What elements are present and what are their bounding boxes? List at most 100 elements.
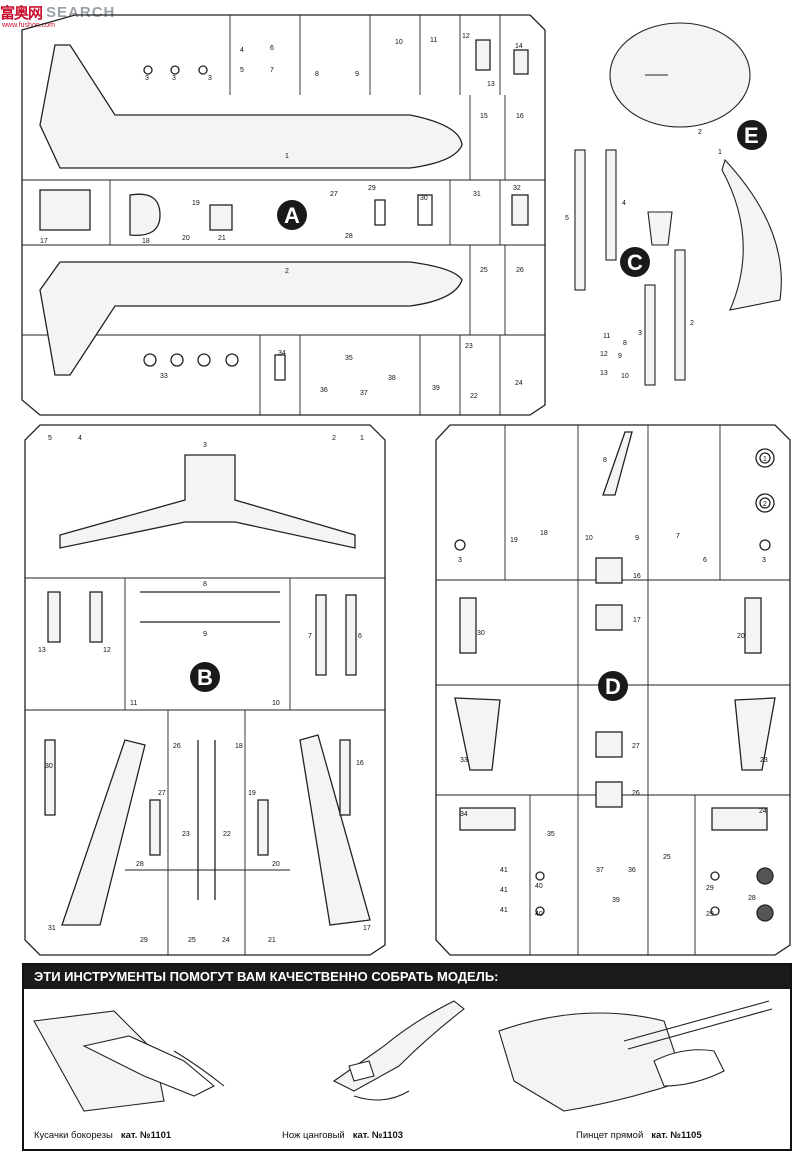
tools-title: ЭТИ ИНСТРУМЕНТЫ ПОМОГУТ ВАМ КАЧЕСТВЕННО …	[24, 965, 790, 989]
svg-text:10: 10	[395, 39, 403, 46]
svg-text:36: 36	[628, 867, 636, 874]
svg-text:33: 33	[460, 757, 468, 764]
svg-text:16: 16	[356, 760, 364, 767]
svg-text:34: 34	[278, 350, 286, 357]
svg-text:3: 3	[208, 75, 212, 82]
watermark-url: www.fushon.com	[2, 22, 55, 29]
svg-text:7: 7	[270, 67, 274, 74]
svg-text:10: 10	[621, 373, 629, 380]
svg-text:17: 17	[40, 238, 48, 245]
svg-text:37: 37	[596, 867, 604, 874]
svg-text:24: 24	[759, 808, 767, 815]
svg-text:22: 22	[223, 831, 231, 838]
svg-text:9: 9	[203, 631, 207, 638]
svg-text:4: 4	[622, 200, 626, 207]
sprue-a-letter: A	[284, 203, 300, 228]
tool-tweezers: Пинцет прямой кат. №1105	[576, 1130, 702, 1141]
svg-text:2: 2	[690, 320, 694, 327]
svg-text:36: 36	[320, 387, 328, 394]
tool-knife-cat: кат. №1103	[352, 1130, 404, 1141]
svg-text:28: 28	[345, 233, 353, 240]
svg-text:30: 30	[45, 763, 53, 770]
svg-text:39: 39	[432, 385, 440, 392]
svg-text:3: 3	[203, 442, 207, 449]
svg-text:30: 30	[420, 195, 428, 202]
tool-tweezers-cat: кат. №1105	[651, 1130, 702, 1141]
sprue-c-letter: C	[627, 250, 643, 275]
watermark-logo: 富奥网 SEARCH	[0, 0, 115, 24]
svg-text:11: 11	[430, 37, 437, 44]
cutters-illustration	[33, 1010, 225, 1112]
svg-text:2: 2	[285, 268, 289, 275]
svg-text:26: 26	[516, 267, 524, 274]
svg-text:10: 10	[585, 535, 593, 542]
sprue-b-badge: B	[197, 665, 213, 690]
svg-text:29: 29	[368, 185, 376, 192]
svg-text:15: 15	[480, 113, 488, 120]
sprue-e-letter: E	[744, 123, 759, 148]
svg-text:40: 40	[535, 883, 543, 890]
svg-text:19: 19	[510, 537, 518, 544]
svg-text:3: 3	[458, 557, 462, 564]
svg-text:10: 10	[272, 700, 280, 707]
svg-text:24: 24	[515, 380, 523, 387]
svg-text:4: 4	[78, 435, 82, 442]
svg-text:9: 9	[618, 353, 622, 360]
svg-text:18: 18	[540, 530, 548, 537]
watermark-search: SEARCH	[46, 3, 116, 21]
svg-text:13: 13	[600, 370, 608, 377]
svg-text:18: 18	[142, 238, 150, 245]
svg-text:3: 3	[145, 75, 149, 82]
svg-text:17: 17	[363, 925, 371, 932]
svg-text:23: 23	[760, 757, 768, 764]
svg-text:27: 27	[330, 191, 338, 198]
svg-text:12: 12	[600, 351, 608, 358]
svg-text:16: 16	[516, 113, 524, 120]
svg-text:20: 20	[182, 235, 190, 242]
svg-text:22: 22	[470, 393, 478, 400]
svg-text:27: 27	[158, 790, 166, 797]
svg-text:34: 34	[460, 811, 468, 818]
svg-text:8: 8	[623, 340, 627, 347]
svg-text:1: 1	[360, 435, 364, 442]
svg-text:38: 38	[388, 375, 396, 382]
tool-tweezers-name: Пинцет прямой	[576, 1130, 644, 1141]
svg-text:1: 1	[718, 149, 722, 156]
tool-knife-name: Нож цанговый	[282, 1130, 345, 1141]
svg-text:9: 9	[355, 71, 359, 78]
svg-text:27: 27	[632, 743, 640, 750]
svg-text:6: 6	[703, 557, 707, 564]
svg-text:17: 17	[633, 617, 641, 624]
svg-text:20: 20	[272, 861, 280, 868]
svg-text:25: 25	[480, 267, 488, 274]
svg-text:41: 41	[500, 887, 508, 894]
svg-text:23: 23	[465, 343, 473, 350]
tool-cutters-cat: кат. №1101	[120, 1130, 172, 1141]
svg-text:16: 16	[633, 573, 641, 580]
svg-text:29: 29	[706, 911, 714, 918]
tool-cutters-name: Кусачки бокорезы	[34, 1130, 113, 1141]
svg-text:30: 30	[477, 630, 485, 637]
sprue-d	[435, 424, 791, 956]
svg-text:2: 2	[332, 435, 336, 442]
sprue-d-letter: D	[605, 674, 621, 699]
svg-text:3: 3	[762, 557, 766, 564]
svg-text:31: 31	[48, 925, 56, 932]
svg-text:21: 21	[268, 937, 276, 944]
svg-text:18: 18	[235, 743, 243, 750]
svg-text:8: 8	[315, 71, 319, 78]
svg-text:39: 39	[612, 897, 620, 904]
svg-text:29: 29	[140, 937, 148, 944]
svg-text:13: 13	[487, 81, 495, 88]
knife-illustration	[332, 1000, 465, 1101]
svg-text:5: 5	[565, 215, 569, 222]
svg-text:33: 33	[160, 373, 168, 380]
sprue-c-badge: C	[620, 247, 650, 277]
tools-illustrations	[33, 1000, 773, 1112]
svg-text:4: 4	[240, 47, 244, 54]
svg-text:20: 20	[737, 633, 745, 640]
svg-text:26: 26	[632, 790, 640, 797]
svg-text:37: 37	[360, 390, 368, 397]
